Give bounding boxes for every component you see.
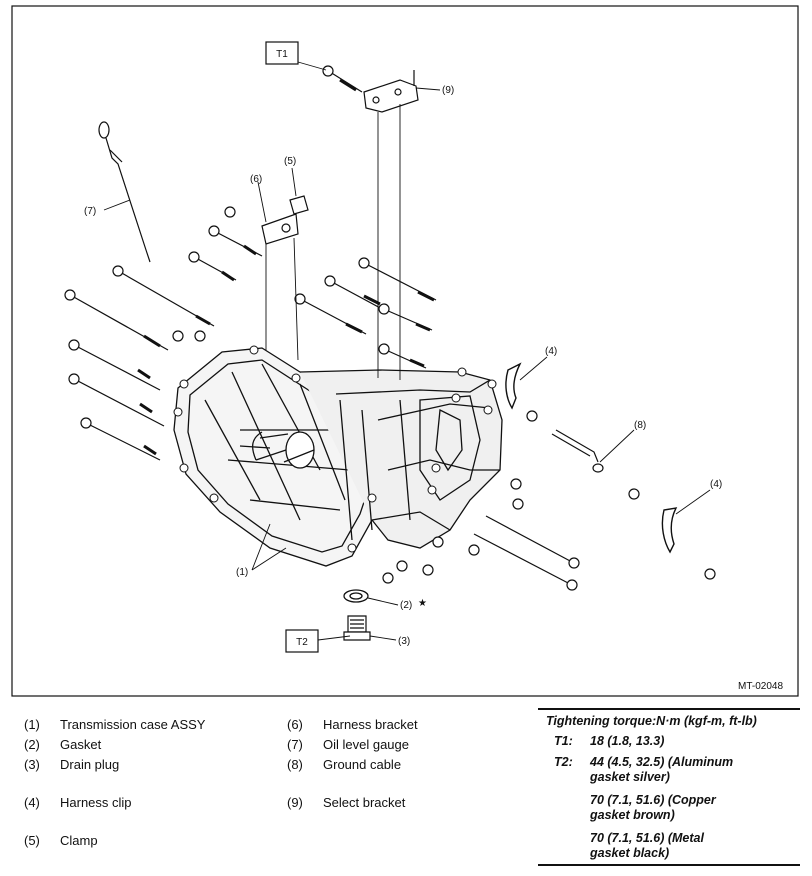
gasket	[343, 589, 369, 603]
oil-level-gauge	[98, 121, 151, 263]
legend-num: (4)	[24, 795, 40, 810]
transmission-case	[173, 347, 503, 567]
legend-label: Gasket	[60, 737, 102, 752]
legend-num: (8)	[287, 757, 303, 772]
torque-t1-value: 18 (1.8, 13.3)	[590, 734, 665, 748]
torque-t2-metal-color: gasket black)	[590, 846, 670, 860]
torque-t2-metal: 70 (7.1, 51.6) (Metal	[590, 831, 704, 845]
legend-num: (2)	[24, 737, 40, 752]
rear-bolts	[294, 257, 716, 591]
callout-4b: (4)	[710, 479, 722, 490]
harness-bracket	[261, 195, 309, 361]
torque-t2-copper-color: gasket brown)	[590, 808, 675, 822]
callout-9: (9)	[442, 85, 454, 96]
torque-box-t1: T1	[265, 41, 299, 65]
flange-holes	[173, 345, 497, 553]
legend-label: Drain plug	[60, 757, 120, 772]
legend-column-2: (6) Harness bracket (7) Oil level gauge …	[287, 712, 527, 862]
legend-num: (1)	[24, 717, 40, 732]
torque-t2-copper: 70 (7.1, 51.6) (Copper	[590, 793, 716, 807]
legend-num: (7)	[287, 737, 303, 752]
torque-header: Tightening torque:N·m (kgf-m, ft-lb)	[546, 714, 757, 728]
harness-clips	[505, 362, 678, 554]
svg-text:T2: T2	[296, 637, 308, 648]
drain-plug	[343, 615, 371, 641]
torque-table: Tightening torque:N·m (kgf-m, ft-lb) T1:…	[538, 708, 800, 866]
legend-num: (6)	[287, 717, 303, 732]
legend-label: Clamp	[60, 833, 98, 848]
legend-label: Oil level gauge	[323, 737, 409, 752]
callout-1: (1)	[236, 567, 248, 578]
torque-t2-key: T2:	[554, 755, 573, 769]
case-bolts	[64, 206, 263, 461]
torque-t2-aluminum-color: gasket silver)	[590, 770, 670, 784]
legend-num: (9)	[287, 795, 303, 810]
torque-t1-key: T1:	[554, 734, 573, 748]
exploded-diagram: T1 T2 (1) (2) ★ (3) (4) (4) (5) (6) (7) …	[11, 5, 799, 697]
legend-label: Select bracket	[323, 795, 406, 810]
callout-2: (2)	[400, 600, 412, 611]
legend-label: Ground cable	[323, 757, 402, 772]
diagram-frame	[11, 5, 799, 697]
select-bracket	[322, 65, 419, 380]
legend-label: Harness clip	[60, 795, 132, 810]
torque-rule-top	[538, 708, 800, 710]
legend-num: (5)	[24, 833, 40, 848]
callout-7: (7)	[84, 206, 96, 217]
torque-t2-aluminum: 44 (4.5, 32.5) (Aluminum	[590, 755, 734, 769]
callout-5: (5)	[284, 156, 296, 167]
legend-num: (3)	[24, 757, 40, 772]
legend-label: Harness bracket	[323, 717, 418, 732]
callout-4a: (4)	[545, 346, 557, 357]
legend-column-1: (1) Transmission case ASSY (2) Gasket (3…	[24, 712, 264, 862]
callout-6: (6)	[250, 174, 262, 185]
callout-3: (3)	[398, 636, 410, 647]
ground-cable	[551, 429, 604, 473]
figure-code: MT-02048	[738, 681, 784, 692]
star-symbol: ★	[418, 598, 427, 609]
leader-lines	[103, 61, 711, 641]
svg-text:T1: T1	[276, 49, 288, 60]
legend-label: Transmission case ASSY	[60, 717, 206, 732]
torque-rule-bottom	[538, 864, 800, 866]
torque-box-t2: T2	[285, 629, 319, 653]
callout-8: (8)	[634, 420, 646, 431]
